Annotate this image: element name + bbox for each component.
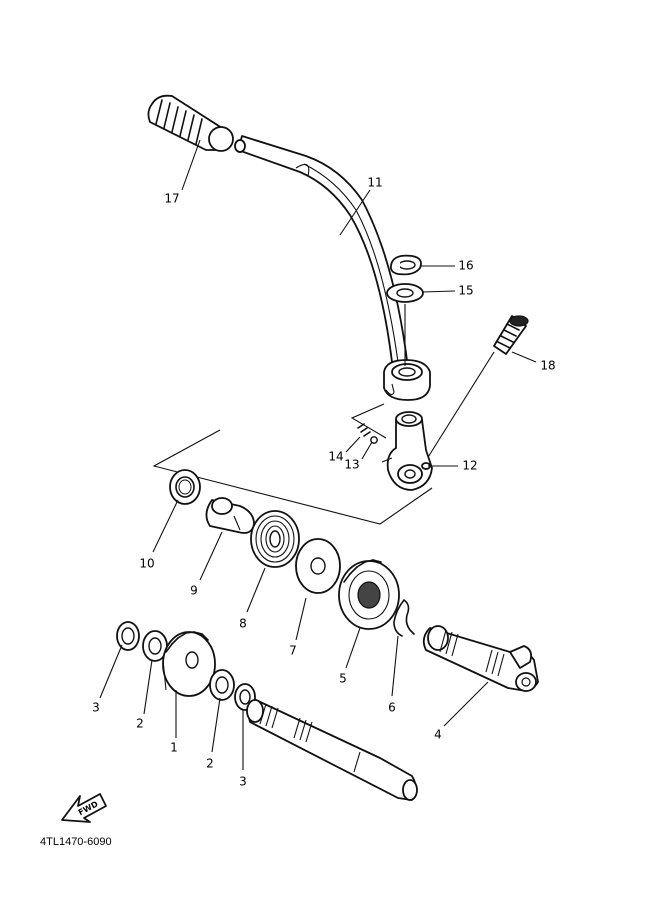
callout-number-2b: 2: [206, 757, 214, 771]
callout-leader-3a: [99, 644, 123, 699]
circlip-16: [389, 254, 422, 276]
callout-number-9: 9: [190, 584, 198, 598]
kick-axle-4: [422, 625, 539, 692]
washer-15: [386, 283, 424, 303]
callout-leader-5: [345, 627, 361, 669]
callout-number-4: 4: [434, 728, 442, 742]
callout-number-2a: 2: [136, 717, 144, 731]
kick-grip-rubber: [147, 94, 246, 153]
idle-shaft: [246, 699, 418, 801]
callout-number-7: 7: [289, 644, 297, 658]
callout-leader-15: [421, 290, 456, 293]
washer-2-right: [209, 669, 235, 701]
callout-number-18: 18: [540, 359, 555, 373]
callout-number-12: 12: [462, 459, 477, 473]
callout-number-15: 15: [458, 284, 473, 298]
case-boundary-frame: [152, 403, 433, 525]
spring-14: [357, 423, 371, 437]
callout-leader-2b: [211, 697, 221, 753]
callout-leader-9: [199, 531, 223, 581]
collar-9: [205, 497, 255, 534]
fwd-arrow-icon: FWD: [61, 793, 107, 823]
diagram-code: 4TL1470-6090: [40, 836, 112, 848]
washer-2-left: [142, 630, 168, 662]
kick-boss-12: [381, 411, 433, 491]
washer-7: [295, 538, 341, 594]
callout-leader-17: [181, 139, 201, 191]
callout-leader-10: [152, 499, 179, 553]
callout-leader-18: [511, 351, 537, 363]
callout-number-10: 10: [139, 557, 154, 571]
callout-leader-7: [295, 597, 307, 641]
oil-seal-10: [169, 469, 201, 505]
ball-13: [370, 436, 378, 444]
callout-number-5: 5: [339, 672, 347, 686]
callout-number-17: 17: [164, 192, 179, 206]
kick-gear-5: [338, 559, 400, 630]
callout-leader-13: [361, 441, 373, 460]
callout-number-8: 8: [239, 617, 247, 631]
callout-leader-4: [443, 681, 489, 727]
bolt-18: [419, 315, 529, 471]
callout-number-1: 1: [170, 741, 178, 755]
callout-number-3a: 3: [92, 701, 100, 715]
callout-number-16: 16: [458, 259, 473, 273]
circlip-3-left: [116, 621, 140, 651]
callout-leader-2a: [143, 659, 153, 715]
callout-number-14: 14: [328, 450, 343, 464]
torsion-spring-8: [250, 510, 300, 568]
callout-number-6: 6: [388, 701, 396, 715]
callout-number-3b: 3: [239, 775, 247, 789]
callout-number-13: 13: [344, 458, 359, 472]
callout-leader-11: [339, 189, 371, 236]
circlip-6: [393, 599, 415, 637]
callout-leader-8: [246, 567, 266, 613]
callout-number-11: 11: [367, 176, 382, 190]
callout-leader-14: [345, 436, 361, 453]
kick-crank-arm: [237, 135, 431, 401]
callout-leader-6: [391, 635, 399, 697]
idle-gear-1: [162, 631, 216, 697]
